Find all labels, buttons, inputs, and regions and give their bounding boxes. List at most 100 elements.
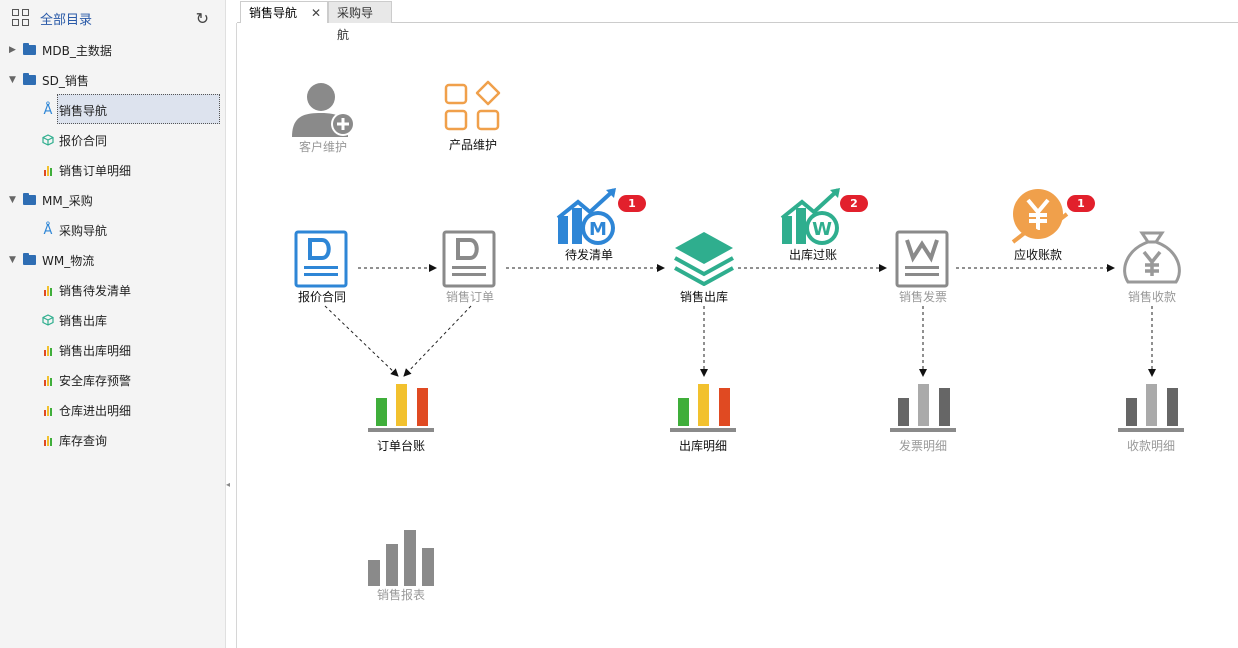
tree-group-label: MM_采购 [42, 193, 93, 208]
tree-item-label: 销售订单明细 [59, 163, 132, 178]
node-sales-receipt[interactable]: 销售收款 [1118, 230, 1186, 304]
bar-chart-icon [42, 284, 54, 296]
yen-coin-icon [1011, 189, 1069, 244]
arrow-quote-to-ledger [324, 305, 399, 377]
apps-grid-icon [444, 80, 501, 131]
tree-group-mm[interactable]: ▼ MM_采购 [0, 185, 226, 215]
close-icon[interactable]: ✕ [310, 6, 321, 20]
folder-icon [23, 73, 36, 85]
bar-chart-icon [368, 530, 434, 586]
node-customer-maintain[interactable]: 客户维护 [290, 80, 356, 154]
node-label: 发票明细 [898, 439, 947, 453]
node-label: 收款明细 [1126, 439, 1175, 453]
trend-w-icon: W [780, 188, 840, 245]
navigation-icon: Å [43, 102, 53, 118]
bar-chart-icon [890, 384, 956, 432]
tree-item-label: 仓库进出明细 [59, 403, 132, 418]
tree-item-inventory-query[interactable]: 库存查询 [0, 425, 226, 455]
notification-badge: 1 [618, 195, 646, 212]
caret-down-icon[interactable]: ▼ [9, 75, 16, 85]
node-sales-order[interactable]: 销售订单 [442, 230, 498, 304]
bar-chart-icon [42, 404, 54, 416]
refresh-icon[interactable]: ↻ [195, 9, 209, 28]
folder-icon [23, 253, 36, 265]
tab-label: 采购导航 [337, 6, 374, 42]
node-label: 销售订单 [445, 290, 494, 304]
caret-down-icon[interactable]: ▼ [9, 255, 16, 265]
bar-chart-icon [42, 164, 54, 176]
bar-chart-icon [1118, 384, 1184, 432]
tree-item-label: 销售出库 [59, 313, 108, 328]
node-sales-outbound[interactable]: 销售出库 [673, 230, 735, 304]
bar-chart-icon [42, 344, 54, 356]
node-quote-contract[interactable]: 报价合同 [294, 230, 350, 304]
tree-group-label: SD_销售 [42, 73, 89, 88]
caret-down-icon[interactable]: ▼ [9, 195, 16, 205]
document-d-icon [442, 230, 496, 288]
tree-item-sales-outbound[interactable]: 销售出库 [0, 305, 226, 335]
node-receivable[interactable]: 应收账款 1 [1005, 188, 1095, 262]
tree-item-sales-order-detail[interactable]: 销售订单明细 [0, 155, 226, 185]
tree-item-warehouse-io[interactable]: 仓库进出明细 [0, 395, 226, 425]
node-outbound-detail[interactable]: 出库明细 [670, 380, 736, 454]
tree-item-safety-stock[interactable]: 安全库存预警 [0, 365, 226, 395]
tab-bar: 销售导航 ✕ 采购导航 [237, 0, 1238, 42]
tree-item-sales-nav[interactable]: Å 销售导航 [0, 95, 226, 125]
layers-icon [674, 232, 734, 287]
node-label: 销售出库 [679, 290, 728, 304]
node-product-maintain[interactable]: 产品维护 [443, 80, 503, 152]
folder-icon [23, 193, 36, 205]
notification-badge: 1 [1067, 195, 1095, 212]
collapse-sidebar-handle[interactable]: ◂ [226, 480, 231, 489]
tree-item-purchase-nav[interactable]: Å 采购导航 [0, 215, 226, 245]
navigation-icon: Å [43, 222, 53, 238]
node-outbound-posting[interactable]: W 出库过账 2 [780, 188, 868, 262]
tree-item-label: 销售导航 [59, 103, 108, 118]
tree-group-wm[interactable]: ▼ WM_物流 [0, 245, 226, 275]
node-label: 客户维护 [298, 140, 347, 154]
selected-highlight [57, 94, 220, 124]
node-invoice-detail[interactable]: 发票明细 [890, 380, 956, 454]
tree-group-sd[interactable]: ▼ SD_销售 [0, 65, 226, 95]
tree-item-label: 库存查询 [59, 433, 108, 448]
node-label: 应收账款 [1013, 248, 1062, 262]
sidebar-title: 全部目录 [40, 12, 93, 28]
tree-group-label: WM_物流 [42, 253, 95, 268]
tree-item-label: 安全库存预警 [59, 373, 132, 388]
node-sales-report[interactable]: 销售报表 [368, 528, 434, 604]
svg-text:M: M [589, 219, 607, 240]
node-pending-list[interactable]: M 待发清单 1 [556, 188, 646, 262]
notification-badge: 2 [840, 195, 868, 212]
tree-item-quote-contract[interactable]: 报价合同 [0, 125, 226, 155]
sidebar-header: 全部目录 ↻ [0, 0, 225, 36]
arrow-order-to-ledger [403, 305, 472, 377]
add-user-icon [292, 83, 355, 137]
node-receipt-detail[interactable]: 收款明细 [1118, 380, 1184, 454]
main-panel-border [236, 23, 237, 648]
node-label: 销售报表 [376, 588, 425, 602]
node-label: 出库明细 [678, 439, 727, 453]
tree-item-outbound-detail[interactable]: 销售出库明细 [0, 335, 226, 365]
caret-right-icon[interactable]: ▶ [9, 45, 16, 55]
document-d-icon [294, 230, 348, 288]
tree-item-label: 报价合同 [59, 133, 108, 148]
tree-group-mdb[interactable]: ▶ MDB_主数据 [0, 35, 226, 65]
tree-group-label: MDB_主数据 [42, 43, 112, 58]
node-label: 订单台账 [376, 439, 425, 453]
trend-m-icon: M [556, 188, 616, 245]
tree-item-pending-list[interactable]: 销售待发清单 [0, 275, 226, 305]
catalog-grid-icon [12, 9, 30, 27]
node-label: 销售收款 [1127, 290, 1176, 304]
node-sales-invoice[interactable]: 销售发票 [895, 230, 951, 304]
node-label: 产品维护 [448, 138, 497, 152]
node-order-ledger[interactable]: 订单台账 [368, 380, 434, 454]
node-label: 待发清单 [564, 248, 613, 262]
folder-icon [23, 43, 36, 55]
tab-sales-nav[interactable]: 销售导航 ✕ [240, 1, 328, 23]
tree-item-label: 采购导航 [59, 223, 108, 238]
node-label: 报价合同 [297, 290, 346, 304]
sidebar: 全部目录 ↻ ▶ MDB_主数据 ▼ SD_销售 Å 销售导航 报价合同 销售订… [0, 0, 226, 648]
document-w-icon [895, 230, 949, 288]
tab-purchase-nav[interactable]: 采购导航 [328, 1, 392, 42]
svg-text:W: W [812, 219, 832, 240]
